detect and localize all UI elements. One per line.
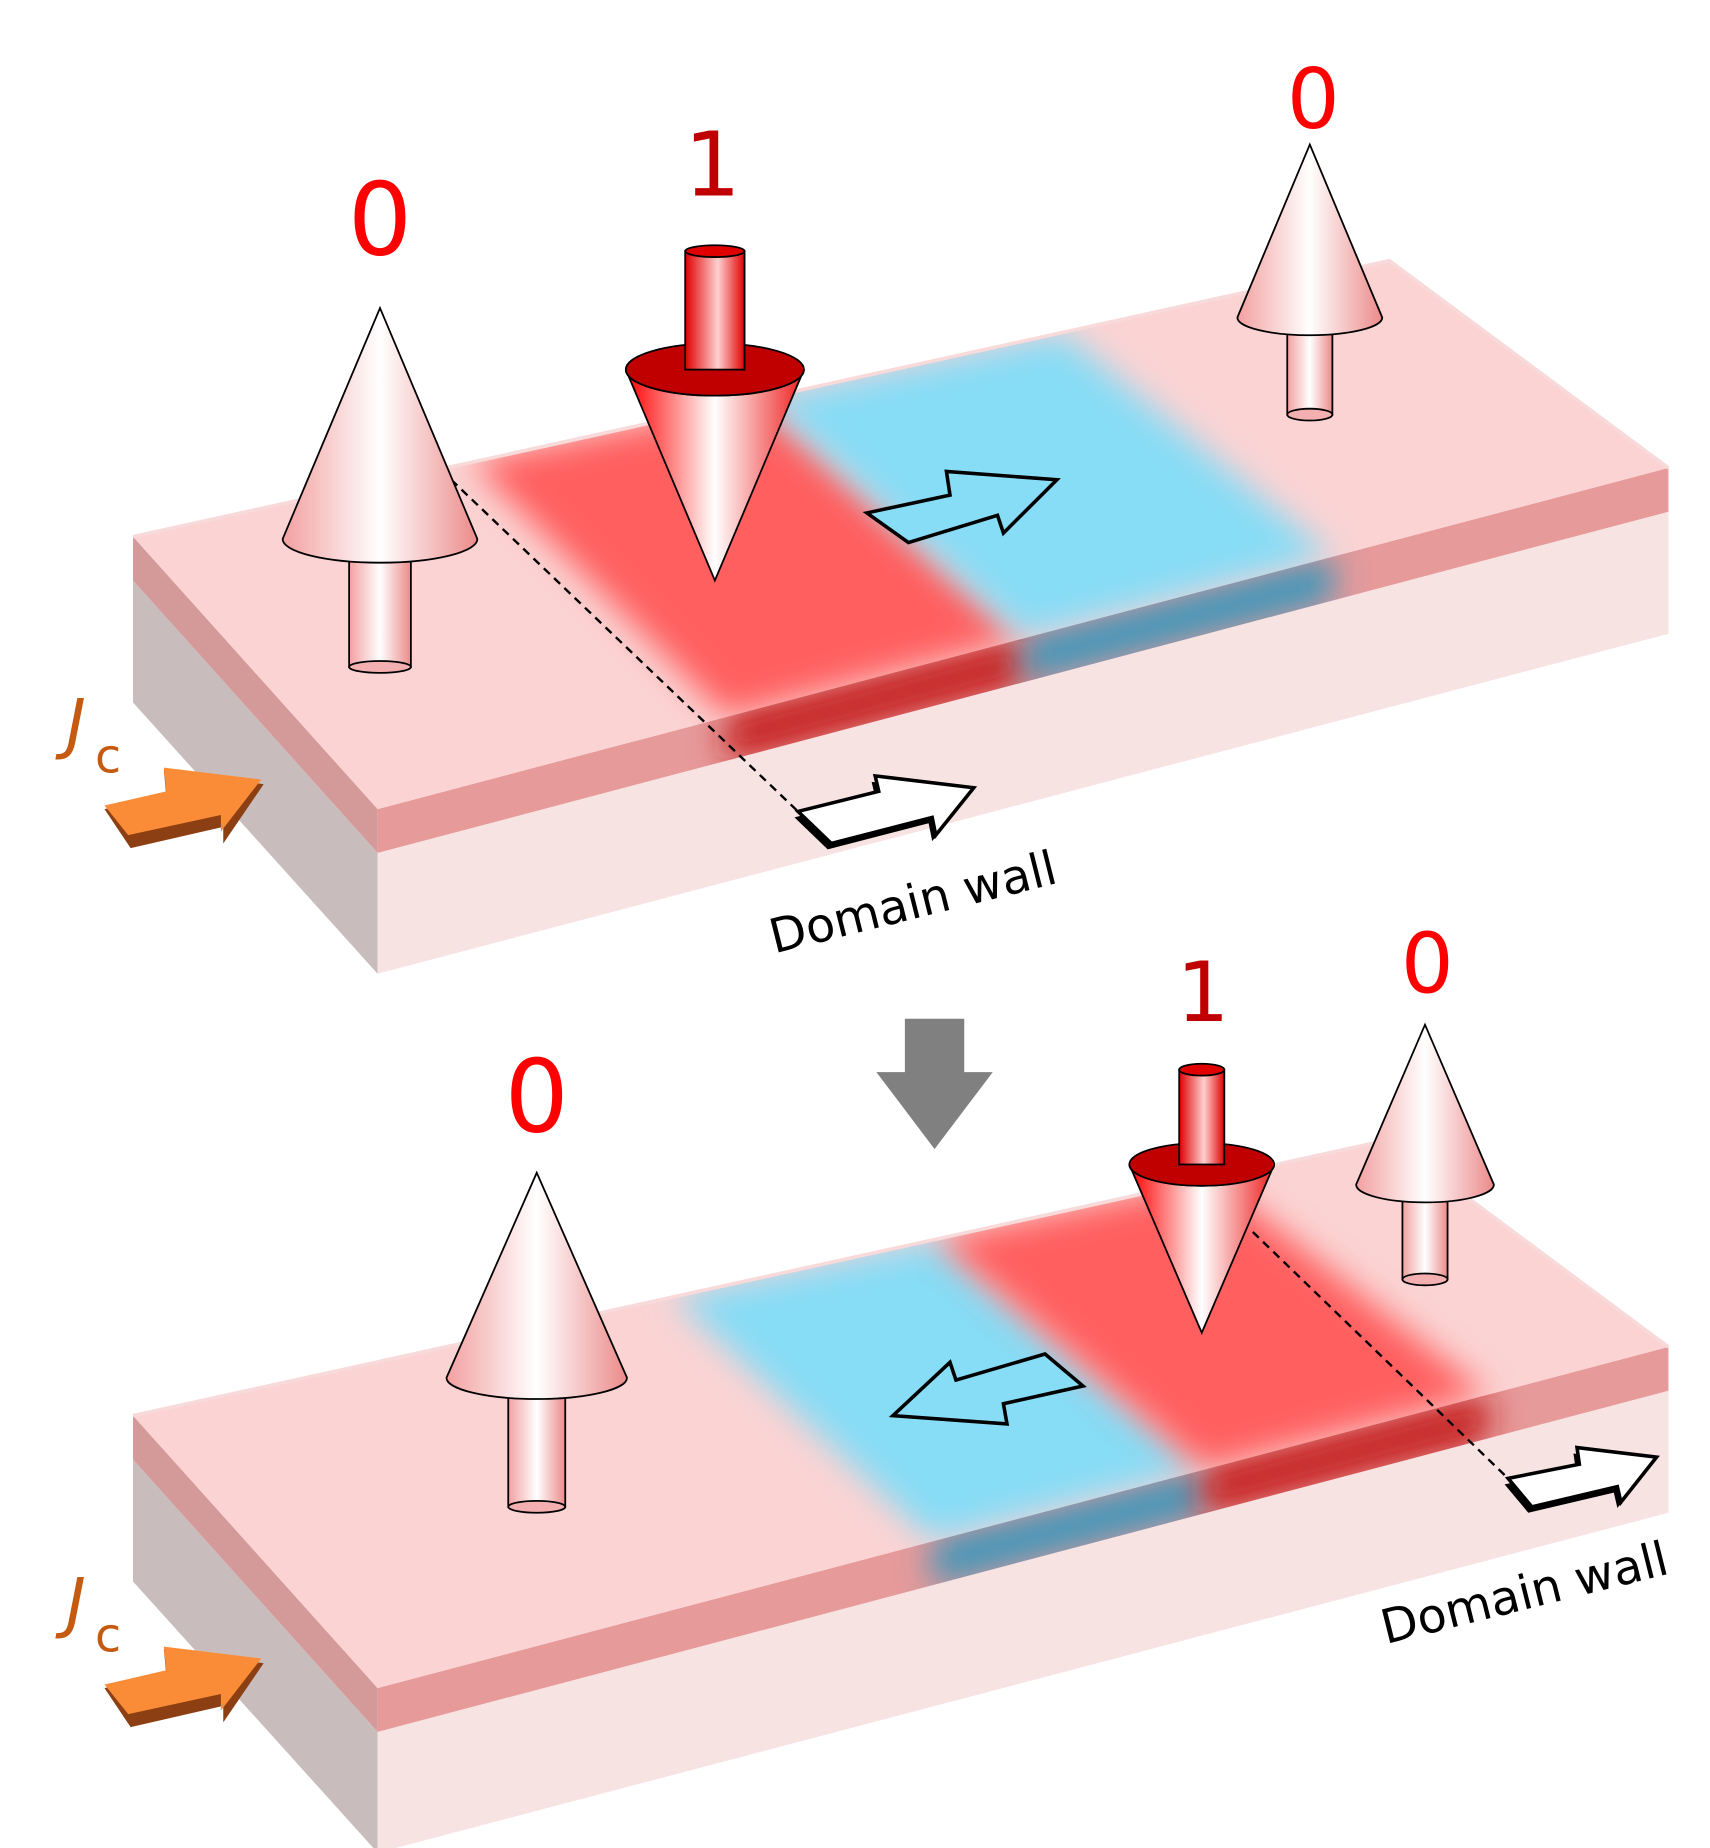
arrow-cone bbox=[445, 1170, 628, 1400]
arrow-shaft-top bbox=[1178, 1062, 1226, 1077]
blue-domain-edge bbox=[1023, 556, 1333, 683]
bit-label-0: 0 bbox=[348, 161, 412, 279]
arrow-shaft-end bbox=[507, 1500, 567, 1514]
arrow-shaft bbox=[1178, 1068, 1226, 1166]
magnetization-up-arrow-icon bbox=[281, 305, 479, 674]
domain-wall-pointer-arrow-icon bbox=[1504, 1445, 1660, 1513]
blue-domain-edge bbox=[932, 1469, 1204, 1586]
substrate-front bbox=[377, 511, 1669, 974]
current-label: J bbox=[55, 684, 86, 762]
arrow-outline bbox=[862, 469, 1061, 545]
magnetization-down-arrow-icon bbox=[1128, 1062, 1276, 1335]
magnetization-up-arrow-icon bbox=[445, 1170, 628, 1514]
domain-wall-dashed-line bbox=[450, 478, 799, 813]
bit-label-1: 1 bbox=[684, 113, 741, 217]
arrow-outline bbox=[888, 1352, 1087, 1426]
layer-rim bbox=[132, 258, 1670, 539]
magnetization-down-arrow-icon bbox=[624, 244, 805, 583]
current-label-subscript: c bbox=[95, 729, 121, 784]
arrow-shaft-end bbox=[348, 660, 412, 674]
arrow-shaft-end bbox=[1286, 407, 1334, 422]
layer-side bbox=[133, 1415, 378, 1732]
wall-motion-right-arrow-icon bbox=[862, 469, 1061, 545]
arrow-outline bbox=[1504, 1445, 1660, 1509]
red-domain-edge bbox=[726, 638, 1024, 761]
next-state-arrow-icon bbox=[876, 1018, 993, 1150]
current-label: J bbox=[55, 1563, 86, 1641]
arrow-cone bbox=[1236, 142, 1384, 337]
arrow-face bbox=[104, 1646, 262, 1715]
current-arrow-icon-0 bbox=[104, 767, 264, 849]
arrow-face bbox=[104, 767, 262, 836]
domain-wall-dashed-line bbox=[1251, 1231, 1509, 1480]
layer-side bbox=[133, 536, 378, 853]
bit-label-1: 1 bbox=[1176, 944, 1229, 1041]
magnetization-up-arrow-icon bbox=[1355, 1022, 1495, 1287]
domain-wall-pointer-arrow-icon bbox=[794, 773, 978, 850]
bit-label-0: 0 bbox=[505, 1037, 569, 1155]
racetrack-slab-1 bbox=[132, 1137, 1670, 1848]
arrow-shaft-top bbox=[684, 244, 746, 258]
substrate-front bbox=[377, 1390, 1669, 1848]
arrow-cone bbox=[281, 305, 479, 564]
current-label-subscript: c bbox=[95, 1608, 121, 1663]
arrow-outline bbox=[794, 773, 978, 846]
arrow-shaft bbox=[684, 250, 746, 371]
arrow-cone bbox=[1355, 1022, 1495, 1204]
arrow-shaft-end bbox=[1401, 1272, 1449, 1287]
bit-label-0: 0 bbox=[1401, 916, 1454, 1013]
current-arrow-icon-1 bbox=[104, 1646, 264, 1728]
bit-label-0: 0 bbox=[1287, 51, 1340, 148]
substrate-side bbox=[133, 580, 378, 974]
substrate-side bbox=[133, 1459, 378, 1848]
red-domain-edge bbox=[1203, 1394, 1488, 1514]
magnetization-up-arrow-icon bbox=[1236, 142, 1384, 422]
wall-motion-left-arrow-icon bbox=[888, 1352, 1087, 1426]
red-domain bbox=[472, 398, 1024, 717]
red-domain bbox=[937, 1178, 1488, 1470]
